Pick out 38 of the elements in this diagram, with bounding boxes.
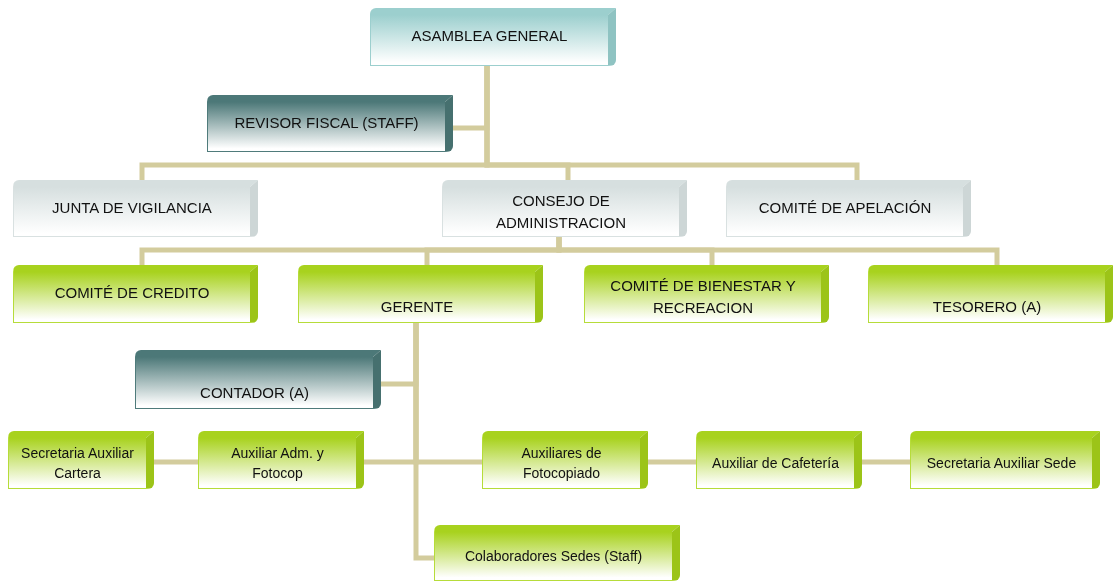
position-title: COMITÉ DE APELACIÓN: [758, 198, 932, 218]
position-box: [868, 265, 1113, 323]
position-title: Colaboradores Sedes (Staff): [464, 546, 643, 566]
connector-line: [648, 459, 696, 465]
position-box: [298, 265, 543, 323]
position-title: COMITÉ DE CREDITO: [54, 283, 210, 303]
position-box: [13, 180, 258, 237]
position-box: [482, 431, 648, 489]
position-title: GERENTE: [380, 297, 454, 318]
position-title: COMITÉ DE BIENESTAR Y RECREACION: [609, 276, 797, 318]
position-box: [370, 8, 616, 66]
position-box: [696, 431, 862, 489]
position-box: [442, 180, 687, 237]
position-box: [434, 525, 680, 581]
connector-line: [862, 459, 910, 465]
position-title: Auxiliares de Fotocopiado: [520, 443, 603, 483]
position-box: [584, 265, 829, 323]
position-box: [13, 265, 258, 323]
position-title: CONSEJO DE ADMINISTRACION: [495, 190, 627, 233]
position-box: [207, 95, 453, 152]
position-title: Auxiliar de Cafetería: [712, 453, 839, 473]
position-title: REVISOR FISCAL (STAFF): [234, 113, 419, 133]
position-box: [135, 350, 381, 409]
connector-line: [556, 237, 1000, 265]
position-title: Secretaria Auxiliar Sede: [926, 453, 1077, 473]
position-title: Secretaria Auxiliar Cartera: [20, 443, 135, 483]
position-box: [726, 180, 971, 237]
position-title: ASAMBLEA GENERAL: [411, 26, 568, 46]
position-title: TESORERO (A): [932, 297, 1042, 318]
position-title: CONTADOR (A): [200, 383, 309, 404]
position-title: JUNTA DE VIGILANCIA: [52, 198, 212, 218]
position-box: [8, 431, 154, 489]
connector-line: [154, 459, 198, 465]
position-box: [910, 431, 1100, 489]
position-title: Auxiliar Adm. y Fotocop: [230, 443, 325, 483]
connector-line: [413, 323, 434, 561]
position-box: [198, 431, 364, 489]
connector-line: [484, 66, 860, 180]
